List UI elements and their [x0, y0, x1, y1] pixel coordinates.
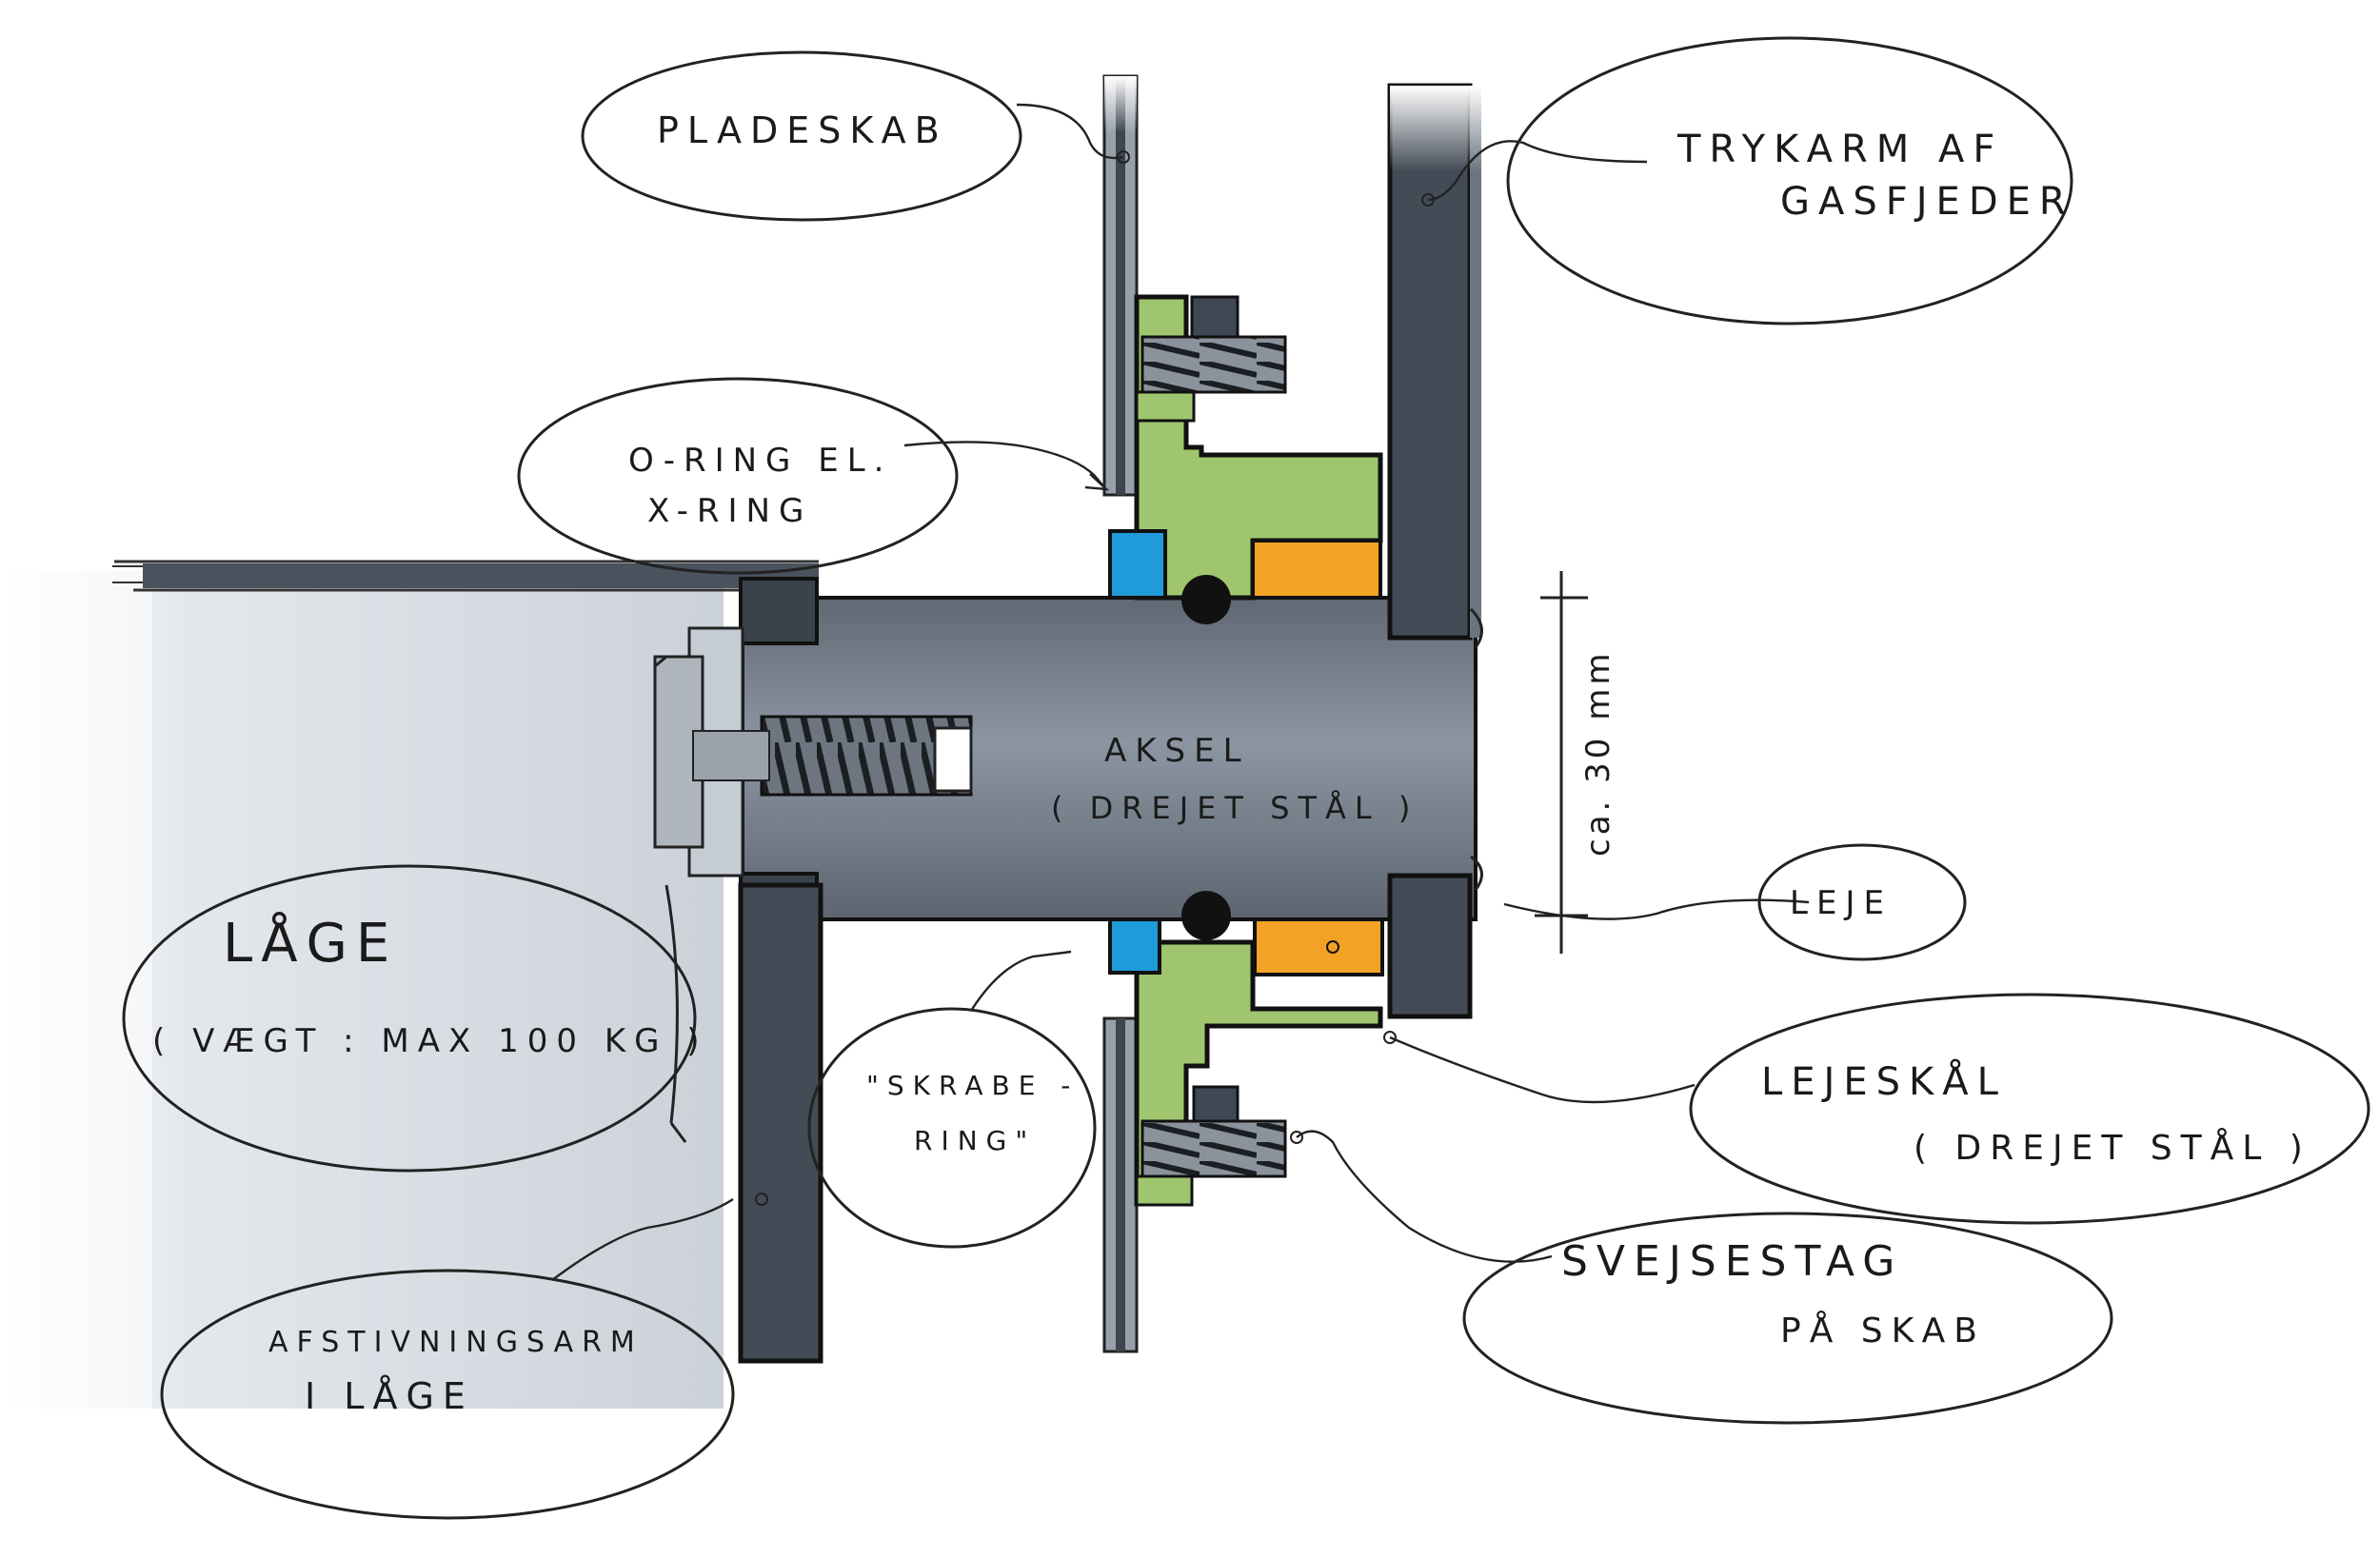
callout-pladeskab [581, 50, 1022, 222]
label-afstivning-1: AFSTIVNINGSARM [268, 1326, 644, 1359]
callout-skrabering [807, 1007, 1097, 1249]
label-oring-1: O-RING EL. [628, 442, 892, 480]
bearing-upper [1251, 539, 1382, 600]
dimension-mark: ca. 30 mm [1535, 571, 1617, 954]
callout-leje [1757, 843, 1967, 961]
label-svejsestag-2: PÅ SKAB [1780, 1310, 1986, 1351]
label-afstivning-2: I LÅGE [305, 1375, 474, 1417]
label-aksel-2: ( DREJET STÅL ) [1051, 790, 1418, 826]
label-laage-weight: ( VÆGT : MAX 100 KG ) [152, 1022, 708, 1060]
bearing-lower [1253, 917, 1384, 976]
o-ring-lower [1181, 891, 1231, 940]
bearing-housing-upper [1134, 294, 1383, 601]
label-laage: LÅGE [223, 912, 398, 975]
label-aksel-1: AKSEL [1104, 732, 1250, 770]
callout-trykarm [1506, 36, 2073, 325]
label-trykarm-1: TRYKARM AF [1676, 128, 2003, 171]
stiffening-arm [738, 882, 823, 1364]
label-lejeskaal-1: LEJESKÅL [1761, 1058, 2007, 1104]
label-skrabering-1: "SKRABE - [866, 1070, 1079, 1101]
callout-laage [122, 864, 697, 1173]
shaft [653, 577, 1478, 929]
callout-oring [517, 377, 959, 575]
door-panel [0, 560, 819, 1409]
leader-lines [551, 103, 1810, 1281]
label-lejeskaal-2: ( DREJET STÅL ) [1914, 1127, 2311, 1168]
o-ring-upper [1181, 575, 1231, 624]
label-oring-2: X-RING [647, 492, 812, 530]
label-pladeskab: PLADESKAB [657, 109, 948, 151]
callout-lejeskaal [1689, 993, 2370, 1225]
label-svejsestag-1: SVEJSESTAG [1561, 1237, 1903, 1286]
pressure-arm [1387, 83, 1483, 1019]
label-trykarm-2: GASFJEDER [1780, 180, 2074, 224]
callout-svejsestag [1462, 1212, 2113, 1425]
bearing-housing-lower [1134, 939, 1383, 1207]
callout-afstivning [160, 1269, 735, 1520]
scraper-ring-lower [1108, 917, 1161, 975]
callout-bubbles [122, 36, 2370, 1520]
label-skrabering-2: RING" [914, 1125, 1036, 1156]
label-leje: LEJE [1790, 884, 1893, 922]
labels: PLADESKAB TRYKARM AF GASFJEDER O-RING EL… [152, 109, 2311, 1417]
dimension-label: ca. 30 mm [1579, 650, 1617, 857]
scraper-ring-upper [1108, 529, 1167, 600]
